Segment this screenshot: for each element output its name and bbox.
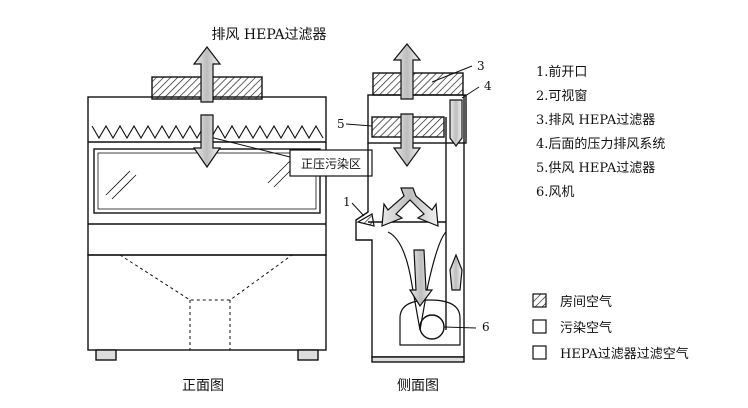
legend-label-room-air: 房间空气 (560, 294, 612, 310)
top-title: 排风 HEPA过滤器 (211, 27, 326, 43)
side-exhaust-filter (372, 72, 464, 96)
side-airflow-arrows (356, 43, 463, 308)
marker-5: 5 (337, 117, 345, 131)
room-air-inflow-arrow (356, 213, 375, 227)
part-1: 1.前开口 (536, 64, 587, 80)
legend-swatch-hepa-air (532, 345, 547, 360)
marker-4: 4 (484, 79, 492, 93)
legend: 房间空气 污染空气 HEPA过滤器过滤空气 (532, 293, 689, 362)
marker-6: 6 (482, 320, 490, 334)
fan (419, 314, 445, 340)
supply-down-arrow (192, 114, 222, 169)
part-2: 2.可视窗 (536, 88, 587, 104)
split-arrow (381, 187, 439, 227)
side-supply-down-arrow (392, 113, 422, 168)
part-6: 6.风机 (536, 185, 574, 200)
side-exhaust-up-arrow (392, 43, 422, 100)
part-4: 4.后面的压力排风系统 (536, 136, 665, 152)
drain-down-arrow (408, 249, 434, 308)
rear-return-arrow (449, 253, 463, 291)
marker-1: 1 (343, 195, 351, 209)
positive-pressure-callout-label: 正压污染区 (301, 156, 361, 171)
side-leaders (345, 65, 480, 329)
legend-label-hepa-air: HEPA过滤器过滤空气 (560, 346, 689, 362)
parts-list: 1.前开口 2.可视窗 3.排风 HEPA过滤器 4.后面的压力排风系统 5.供… (536, 64, 665, 200)
part-3: 3.排风 HEPA过滤器 (536, 113, 655, 128)
exhaust-up-arrow (192, 46, 222, 103)
front-view-title: 正面图 (182, 378, 224, 394)
legend-label-contaminated-air: 污染空气 (560, 320, 612, 336)
positive-pressure-callout-box (289, 149, 373, 177)
rear-duct-up-arrow (449, 99, 463, 147)
legend-swatch-contaminated-air (532, 319, 547, 334)
marker-3: 3 (477, 59, 485, 73)
front-airflow-arrows (192, 46, 222, 169)
legend-swatch-room-air (532, 293, 547, 308)
front-base-stand (87, 254, 327, 351)
part-5: 5.供风 HEPA过滤器 (536, 161, 655, 176)
side-view-title: 侧面图 (397, 378, 439, 394)
front-view (87, 76, 327, 361)
